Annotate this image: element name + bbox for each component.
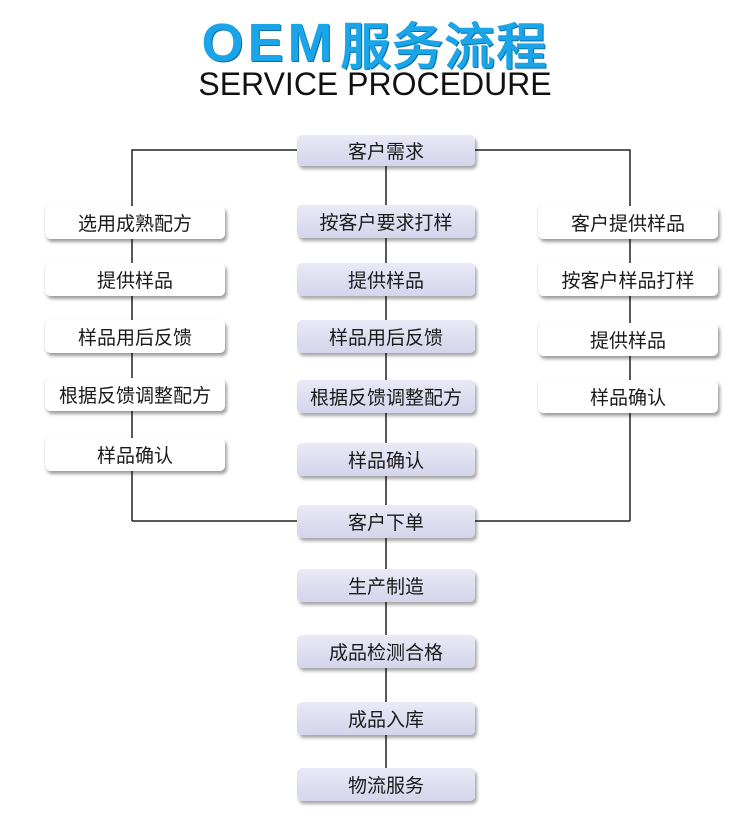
center-node-2: 提供样品 xyxy=(297,263,475,296)
right-node-4: 样品确认 xyxy=(538,380,718,413)
right-node-2: 按客户样品打样 xyxy=(538,263,718,296)
left-node-5: 样品确认 xyxy=(45,438,225,471)
tail-node-4: 物流服务 xyxy=(297,768,475,801)
title-chinese: 服务流程 xyxy=(340,18,549,76)
tail-node-3: 成品入库 xyxy=(297,702,475,735)
left-node-2: 提供样品 xyxy=(45,263,225,296)
page-title: OEM 服务流程 xyxy=(0,8,750,78)
node-merge: 客户下单 xyxy=(297,505,475,538)
right-node-1: 客户提供样品 xyxy=(538,206,718,239)
left-node-4: 根据反馈调整配方 xyxy=(45,378,225,411)
left-node-1: 选用成熟配方 xyxy=(45,206,225,239)
left-node-3: 样品用后反馈 xyxy=(45,320,225,353)
right-node-3: 提供样品 xyxy=(538,323,718,356)
page-subtitle: SERVICE PROCEDURE xyxy=(198,66,552,102)
tail-node-2: 成品检测合格 xyxy=(297,635,475,668)
center-node-3: 样品用后反馈 xyxy=(297,320,475,353)
center-node-4: 根据反馈调整配方 xyxy=(297,380,475,413)
tail-node-1: 生产制造 xyxy=(297,569,475,602)
center-node-5: 样品确认 xyxy=(297,443,475,476)
node-start: 客户需求 xyxy=(297,135,475,166)
center-node-1: 按客户要求打样 xyxy=(297,205,475,238)
title-latin: OEM xyxy=(201,13,337,73)
